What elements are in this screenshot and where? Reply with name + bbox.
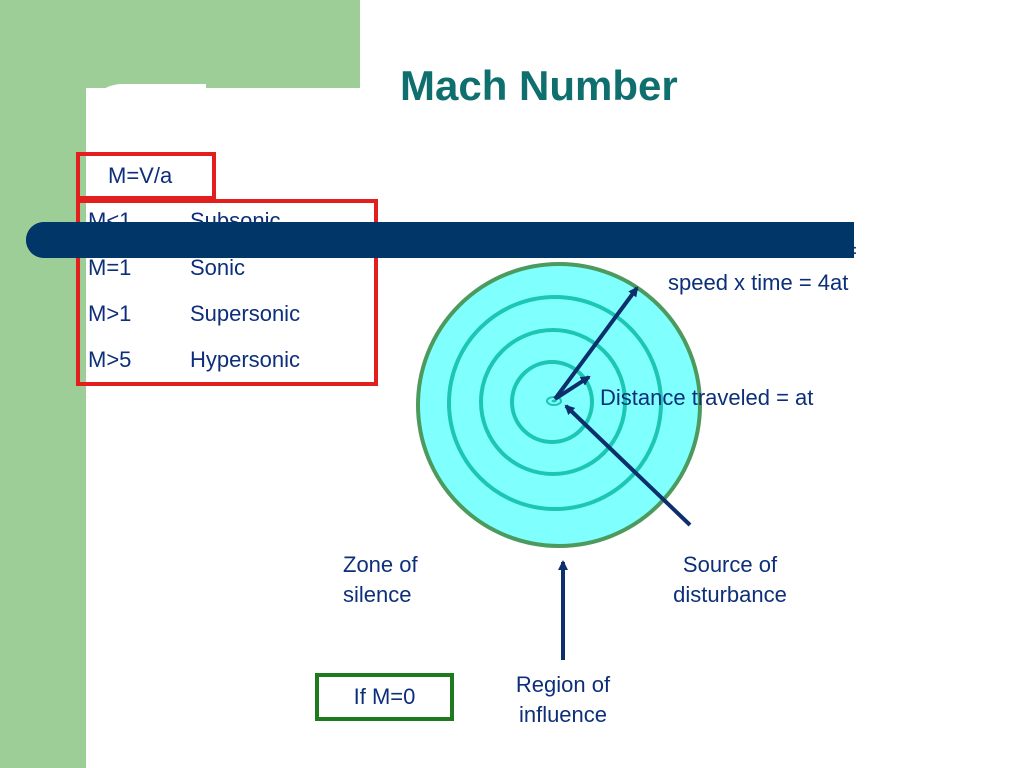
case-label: If M=0 <box>353 684 416 709</box>
formula-box <box>76 152 216 200</box>
arrow-outer-distance <box>553 286 639 401</box>
decorative-bar-overlay <box>26 222 854 258</box>
regime-name-sonic: Sonic <box>190 255 246 280</box>
background-green-left <box>0 0 86 768</box>
regime-condition-supersonic: M>1 <box>88 301 132 326</box>
source-of-disturbance-line2: disturbance <box>673 582 787 607</box>
regime-condition-sonic: M=1 <box>88 255 132 280</box>
regime-name-supersonic: Supersonic <box>190 301 301 326</box>
arrow-inner-distance <box>553 375 591 401</box>
regime-condition-hypersonic: M>5 <box>88 347 132 372</box>
source-of-disturbance-line1: Source of <box>682 552 778 577</box>
regimes-box <box>76 199 378 386</box>
inner-distance-label: Distance traveled = at <box>600 385 814 410</box>
wavefront-2 <box>479 328 627 476</box>
background-rounded-corner <box>86 84 206 204</box>
outer-wavefront <box>416 262 702 548</box>
regime-name-hypersonic: Hypersonic <box>190 347 301 372</box>
wavefront-3 <box>447 295 663 511</box>
case-box <box>315 673 454 721</box>
zone-of-silence-line1: Zone of <box>343 552 418 577</box>
formula-text: M=V/a <box>108 163 173 188</box>
slide-title: Mach Number <box>400 62 678 109</box>
arrow-source <box>564 404 692 527</box>
zone-of-silence-line2: silence <box>343 582 412 607</box>
region-of-influence-line1: Region of <box>515 672 611 697</box>
region-of-influence-line2: influence <box>518 702 608 727</box>
outer-distance-label-line2: speed x time = 4at <box>668 270 849 295</box>
wavefront-1 <box>510 360 594 444</box>
